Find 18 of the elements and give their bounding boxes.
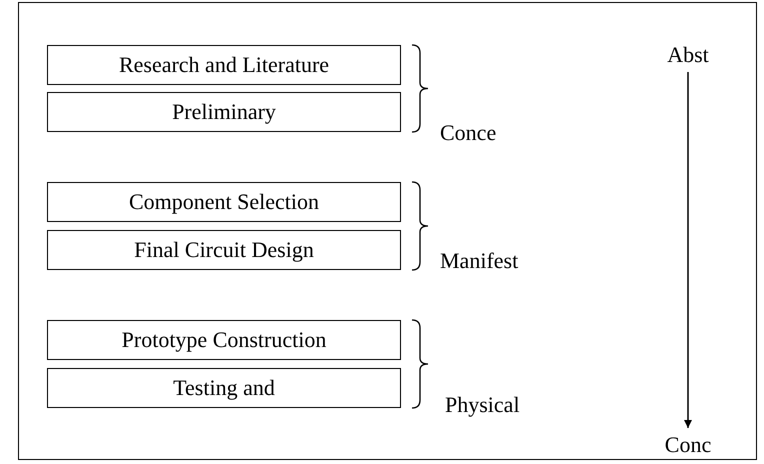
step-text: Testing and xyxy=(173,375,275,401)
process-box xyxy=(47,45,401,85)
step-text: Final Circuit Design xyxy=(134,237,314,263)
group-label: Physical xyxy=(445,392,520,418)
step-text: Prototype Construction xyxy=(122,327,326,353)
process-box xyxy=(47,92,401,132)
step-text: Research and Literature xyxy=(118,52,330,78)
axis-label: Abst xyxy=(660,40,716,70)
process-box xyxy=(47,182,401,222)
axis-label: Conc xyxy=(660,430,716,460)
group-label: Manifest xyxy=(440,248,518,274)
group-label: Conce xyxy=(440,120,496,146)
step-text: Component Selection xyxy=(128,189,320,215)
process-box xyxy=(47,230,401,270)
process-box xyxy=(47,320,401,360)
process-box xyxy=(47,368,401,408)
step-text: Preliminary xyxy=(172,99,276,125)
arrow xyxy=(684,72,692,428)
